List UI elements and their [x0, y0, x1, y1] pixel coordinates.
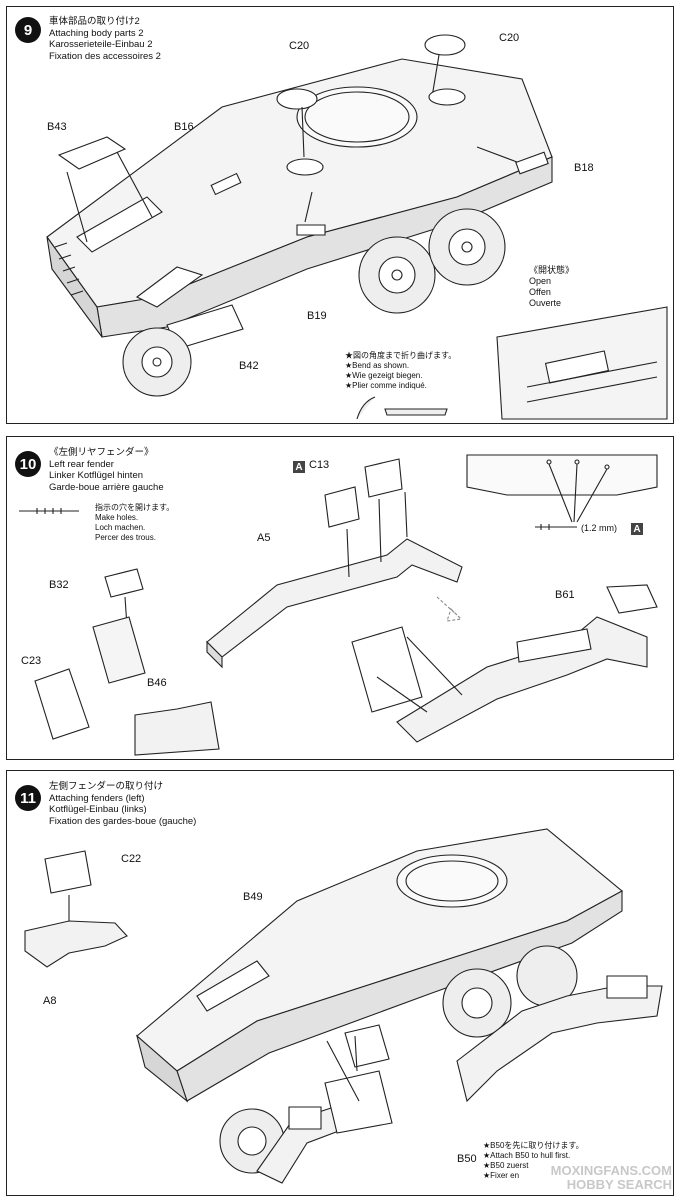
- step-title: 車体部品の取り付け2 Attaching body parts 2 Kaross…: [49, 16, 161, 62]
- assembled-view: [135, 702, 219, 755]
- caption-fr: Ouverte: [529, 298, 562, 308]
- c20-disc-b: [425, 35, 465, 55]
- right-fender: [457, 986, 662, 1101]
- note-en: Make holes.: [95, 513, 139, 522]
- hull-front: [47, 237, 102, 337]
- title-fr: Fixation des accessoires 2: [49, 50, 161, 62]
- note-de: ★B50 zuerst: [483, 1161, 529, 1170]
- title-en: Left rear fender: [49, 458, 114, 470]
- label-b18: B18: [574, 162, 594, 174]
- note-ja: ★B50を先に取り付けます。: [483, 1141, 584, 1150]
- open-state-caption: 《開状態》 Open Offen Ouverte: [529, 265, 574, 309]
- label-b50: B50: [457, 1153, 477, 1165]
- hole-note: 指示の穴を開けます。 Make holes. Loch machen. Perc…: [95, 503, 174, 543]
- b16-part: [211, 174, 241, 195]
- turret-ring: [297, 87, 417, 147]
- c13-box: [365, 459, 402, 497]
- b50-note: ★B50を先に取り付けます。 ★Attach B50 to hull first…: [483, 1141, 584, 1181]
- label-b61: B61: [555, 589, 575, 601]
- hull-side: [177, 891, 622, 1101]
- c22-box: [45, 851, 91, 893]
- label-b19: B19: [307, 310, 327, 322]
- step-title: 《左側リヤフェンダー》 Left rear fender Linker Kotf…: [49, 447, 164, 493]
- step-11-illustration: [7, 771, 673, 1195]
- title-de: Linker Kotflügel hinten: [49, 470, 144, 481]
- caption-en: Open: [529, 276, 552, 286]
- title-ja: 車体部品の取り付け2: [49, 16, 140, 27]
- watermark-line: MOXINGFANS.COM: [550, 1163, 672, 1178]
- title-en: Attaching fenders (left): [49, 792, 145, 804]
- note-fr: Percer des trous.: [95, 533, 156, 542]
- label-b32: B32: [49, 579, 69, 591]
- note-de: ★Wie gezeigt biegen.: [345, 371, 423, 380]
- note-ja: ★図の角度まで折り曲げます。: [345, 351, 457, 360]
- step-11-panel: 11 左側フェンダーの取り付け Attaching fenders (left)…: [6, 770, 674, 1196]
- c23-part: [35, 669, 89, 739]
- step-title: 左側フェンダーの取り付け Attaching fenders (left) Ko…: [49, 781, 196, 827]
- caption-de: Offen: [529, 287, 551, 297]
- caption-ja: 《開状態》: [529, 265, 575, 275]
- note-fr: ★Plier comme indiqué.: [345, 381, 427, 390]
- wheels: [123, 209, 505, 396]
- assembled-fender: [397, 617, 647, 742]
- step-10-panel: 10 《左側リヤフェンダー》 Left rear fender Linker K…: [6, 436, 674, 760]
- b32-part: [105, 569, 143, 597]
- title-ja: 左側フェンダーの取り付け: [49, 781, 164, 792]
- step-number: 11: [15, 785, 41, 811]
- note-de: Loch machen.: [95, 523, 146, 532]
- note-fr: ★Fixer en: [483, 1171, 520, 1180]
- title-fr: Fixation des gardes-boue (gauche): [49, 815, 197, 827]
- b18-part: [516, 152, 548, 174]
- step-number: 10: [15, 451, 41, 477]
- step-10-illustration: [7, 437, 673, 759]
- note-ja: 指示の穴を開けます。: [95, 503, 175, 512]
- label-b49: B49: [243, 891, 263, 903]
- label-b16: B16: [174, 121, 194, 133]
- front-hatch: [77, 197, 162, 252]
- note-en: ★Attach B50 to hull first.: [483, 1151, 571, 1160]
- title-en: Attaching body parts 2: [49, 27, 144, 39]
- a5-fender: [207, 539, 462, 657]
- direction-arrow: [437, 597, 461, 621]
- b19-part: [297, 225, 325, 235]
- label-c23: C23: [21, 655, 42, 667]
- label-a8: A8: [43, 995, 57, 1007]
- note-en: ★Bend as shown.: [345, 361, 410, 370]
- b43-plate: [59, 137, 125, 169]
- part-letter-badge: A: [293, 461, 305, 473]
- step-9-panel: 9 車体部品の取り付け2 Attaching body parts 2 Karo…: [6, 6, 674, 424]
- label-c20: C20: [499, 32, 520, 44]
- title-fr: Garde-boue arrière gauche: [49, 481, 164, 493]
- drill-size: (1.2 mm): [581, 523, 617, 533]
- watermark-line: HOBBY SEARCH: [566, 1177, 672, 1192]
- a8-fender: [25, 921, 127, 967]
- fender-outline-inset: [467, 455, 657, 495]
- turret-ring: [397, 855, 507, 907]
- step-9-illustration: [7, 7, 673, 423]
- label-b46: B46: [147, 677, 167, 689]
- label-c20: C20: [289, 40, 310, 52]
- hull-front: [137, 1036, 187, 1101]
- c13-box: [325, 487, 359, 527]
- bend-note: ★図の角度まで折り曲げます。 ★Bend as shown. ★Wie geze…: [345, 351, 456, 391]
- b50-plate: [325, 1071, 392, 1133]
- label-b42: B42: [239, 360, 259, 372]
- b46-part: [93, 617, 145, 683]
- step-number: 9: [15, 17, 41, 43]
- title-ja: 《左側リヤフェンダー》: [49, 447, 154, 458]
- title-de: Karosserieteile-Einbau 2: [49, 39, 153, 50]
- part-letter-badge: A: [631, 523, 643, 535]
- jerrycan: [345, 1025, 389, 1067]
- label-c13: C13: [309, 459, 330, 471]
- watermark: MOXINGFANS.COM HOBBY SEARCH: [551, 1164, 672, 1192]
- c20-disc-a: [277, 89, 317, 109]
- drill-icon: [19, 508, 79, 514]
- label-a5: A5: [257, 532, 271, 544]
- bend-sketch: [357, 397, 447, 419]
- label-b43: B43: [47, 121, 67, 133]
- label-c22: C22: [121, 853, 142, 865]
- b61-part: [607, 585, 657, 613]
- title-de: Kotflügel-Einbau (links): [49, 804, 147, 815]
